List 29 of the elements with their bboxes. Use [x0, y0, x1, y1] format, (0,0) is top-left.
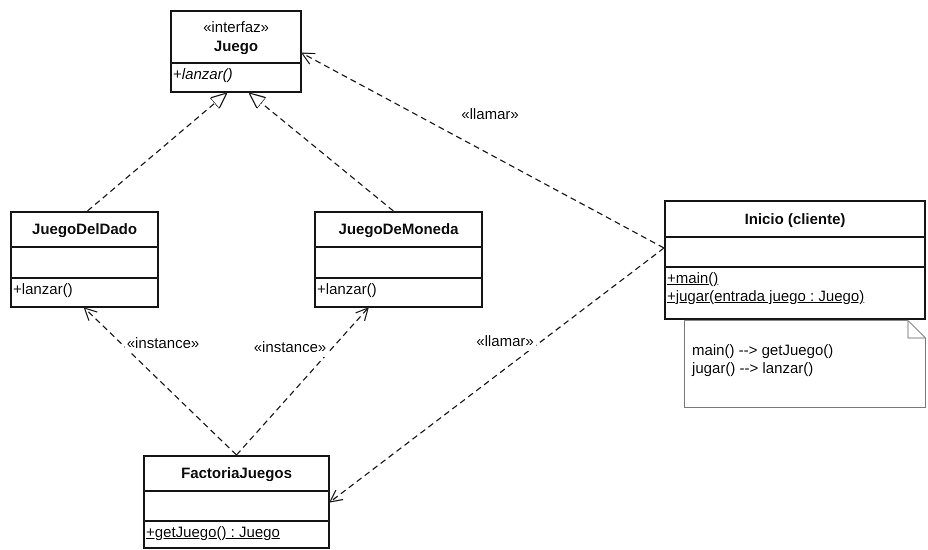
class-box	[314, 211, 483, 308]
class-box	[10, 211, 159, 308]
class-name: JuegoDeMoneda	[338, 220, 458, 239]
dependency-arrow	[84, 307, 237, 456]
class-name: FactoriaJuegos	[181, 464, 292, 483]
class-box	[143, 455, 330, 549]
operation-text: +lanzar()	[173, 66, 233, 84]
edge-label: «instance»	[252, 339, 328, 357]
operation-text: +jugar(entrada juego : Juego)	[667, 288, 864, 306]
stereotype-label: «interfaz»	[203, 18, 269, 37]
class-name: Inicio (cliente)	[744, 210, 846, 228]
note-text: main() --> getJuego()	[692, 342, 834, 360]
realization-arrow	[248, 92, 394, 212]
operation-text: +getJuego() : Juego	[146, 524, 280, 542]
operation-text: +lanzar()	[13, 281, 73, 299]
class-name: Juego	[214, 37, 258, 56]
operation-text: +main()	[667, 270, 718, 288]
operation-text: +lanzar()	[317, 281, 377, 299]
edge-label: «llamar»	[474, 333, 536, 351]
dependency-arrow	[301, 52, 664, 249]
edge-label: «instance»	[124, 335, 202, 353]
note-text: jugar() --> lanzar()	[692, 360, 814, 378]
class-box	[170, 10, 302, 93]
class-box	[664, 200, 926, 320]
realization-arrow	[87, 92, 228, 212]
note-box	[684, 320, 926, 408]
dependency-arrow	[329, 247, 664, 503]
dependency-arrow	[236, 307, 369, 456]
class-name: JuegoDelDado	[32, 220, 137, 239]
